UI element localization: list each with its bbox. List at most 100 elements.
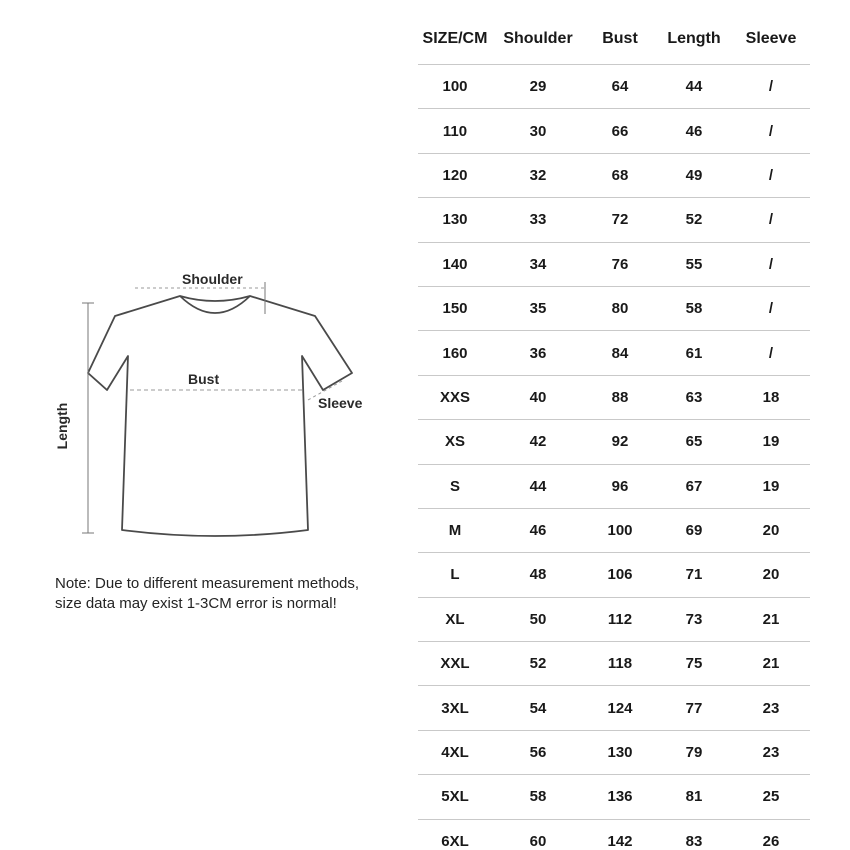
shoulder-cell: 56 xyxy=(529,744,547,762)
length-cell: 79 xyxy=(685,744,703,762)
sleeve-cell: / xyxy=(768,255,774,273)
shoulder-cell: 52 xyxy=(529,655,547,673)
size-cell: 160 xyxy=(442,344,468,362)
table-row: 5XL 58 136 81 25 xyxy=(418,775,810,820)
length-label: Length xyxy=(54,402,70,450)
length-cell: 73 xyxy=(685,610,703,628)
length-cell: 71 xyxy=(685,566,703,584)
size-cell: XXS xyxy=(439,388,470,406)
bust-cell: 142 xyxy=(607,832,633,850)
size-cell: 120 xyxy=(442,166,468,184)
bust-cell: 92 xyxy=(611,433,629,451)
bust-cell: 124 xyxy=(607,699,633,717)
bust-cell: 100 xyxy=(607,522,633,540)
size-chart-table: SIZE/CM Shoulder Bust Length Sleeve 100 … xyxy=(418,14,810,850)
sleeve-cell: 18 xyxy=(762,388,780,406)
length-cell: 77 xyxy=(685,699,703,717)
sleeve-cell: / xyxy=(768,344,774,362)
header-cell-length: Length xyxy=(667,30,721,47)
table-row: 130 33 72 52 / xyxy=(418,198,810,243)
size-cell: 130 xyxy=(442,211,468,229)
bust-label: Bust xyxy=(188,371,220,387)
header-cell-size: SIZE/CM xyxy=(422,30,488,47)
shoulder-cell: 44 xyxy=(529,477,547,495)
bust-cell: 76 xyxy=(611,255,629,273)
note-line-2: size data may exist 1-3CM error is norma… xyxy=(55,595,337,612)
sleeve-cell: 26 xyxy=(762,832,780,850)
size-cell: 6XL xyxy=(441,832,469,850)
sleeve-cell: 21 xyxy=(762,655,780,673)
bust-cell: 80 xyxy=(611,300,629,318)
length-cell: 46 xyxy=(685,122,703,140)
shoulder-cell: 46 xyxy=(529,522,547,540)
table-row: XL 50 112 73 21 xyxy=(418,598,810,643)
sleeve-cell: 23 xyxy=(762,699,780,717)
length-cell: 52 xyxy=(685,211,703,229)
sleeve-cell: / xyxy=(768,300,774,318)
sleeve-cell: / xyxy=(768,211,774,229)
table-row: XXS 40 88 63 18 xyxy=(418,376,810,421)
tshirt-diagram: Shoulder Bust Sleeve Length xyxy=(50,268,390,568)
sleeve-cell: 25 xyxy=(762,788,780,806)
note-line-1: Note: Due to different measurement metho… xyxy=(55,575,360,592)
shoulder-cell: 36 xyxy=(529,344,547,362)
shoulder-cell: 54 xyxy=(529,699,547,717)
size-cell: XL xyxy=(445,610,465,628)
length-cell: 49 xyxy=(685,166,703,184)
length-cell: 83 xyxy=(685,832,703,850)
sleeve-label: Sleeve xyxy=(318,395,363,411)
bust-cell: 96 xyxy=(611,477,629,495)
sleeve-cell: 20 xyxy=(762,566,780,584)
sleeve-cell: / xyxy=(768,166,774,184)
shoulder-cell: 50 xyxy=(529,610,547,628)
bust-cell: 84 xyxy=(611,344,629,362)
length-cell: 58 xyxy=(685,300,703,318)
length-cell: 75 xyxy=(685,655,703,673)
table-row: 120 32 68 49 / xyxy=(418,154,810,199)
table-body: 100 29 64 44 / 110 30 66 46 / 120 32 68 … xyxy=(418,65,810,850)
shoulder-cell: 33 xyxy=(529,211,547,229)
bust-cell: 118 xyxy=(607,655,633,673)
table-row: 4XL 56 130 79 23 xyxy=(418,731,810,776)
table-row: 140 34 76 55 / xyxy=(418,243,810,287)
size-cell: 4XL xyxy=(441,744,469,762)
table-row: 110 30 66 46 / xyxy=(418,109,810,154)
sleeve-cell: 21 xyxy=(762,610,780,628)
shoulder-cell: 42 xyxy=(529,433,547,451)
shoulder-cell: 48 xyxy=(529,566,547,584)
bust-cell: 64 xyxy=(611,78,629,96)
sleeve-cell: 23 xyxy=(762,744,780,762)
size-cell: 150 xyxy=(442,300,468,318)
size-cell: L xyxy=(450,566,460,584)
header-cell-bust: Bust xyxy=(602,30,638,47)
bust-cell: 106 xyxy=(607,566,633,584)
shoulder-cell: 40 xyxy=(529,388,547,406)
sleeve-cell: 19 xyxy=(762,433,780,451)
table-row: 160 36 84 61 / xyxy=(418,331,810,376)
table-row: S 44 96 67 19 xyxy=(418,465,810,509)
length-cell: 61 xyxy=(685,344,703,362)
table-header-row: SIZE/CM Shoulder Bust Length Sleeve xyxy=(418,14,810,65)
length-cell: 67 xyxy=(685,477,703,495)
length-cell: 65 xyxy=(685,433,703,451)
shoulder-cell: 32 xyxy=(529,166,547,184)
shoulder-label: Shoulder xyxy=(182,271,243,287)
bust-cell: 72 xyxy=(611,211,629,229)
size-cell: XXL xyxy=(440,655,470,673)
sleeve-cell: 20 xyxy=(762,522,780,540)
size-cell: 3XL xyxy=(441,699,469,717)
size-cell: 5XL xyxy=(441,788,469,806)
size-cell: 100 xyxy=(442,78,468,96)
table-row: 6XL 60 142 83 26 xyxy=(418,820,810,850)
measurement-note: Note: Due to different measurement metho… xyxy=(55,574,395,614)
length-cell: 63 xyxy=(685,388,703,406)
size-cell: 110 xyxy=(442,122,468,140)
table-row: M 46 100 69 20 xyxy=(418,509,810,554)
size-cell: M xyxy=(448,522,462,540)
table-row: 3XL 54 124 77 23 xyxy=(418,686,810,731)
header-cell-sleeve: Sleeve xyxy=(745,30,797,47)
bust-cell: 68 xyxy=(611,166,629,184)
bust-cell: 88 xyxy=(611,388,629,406)
shoulder-cell: 60 xyxy=(529,832,547,850)
